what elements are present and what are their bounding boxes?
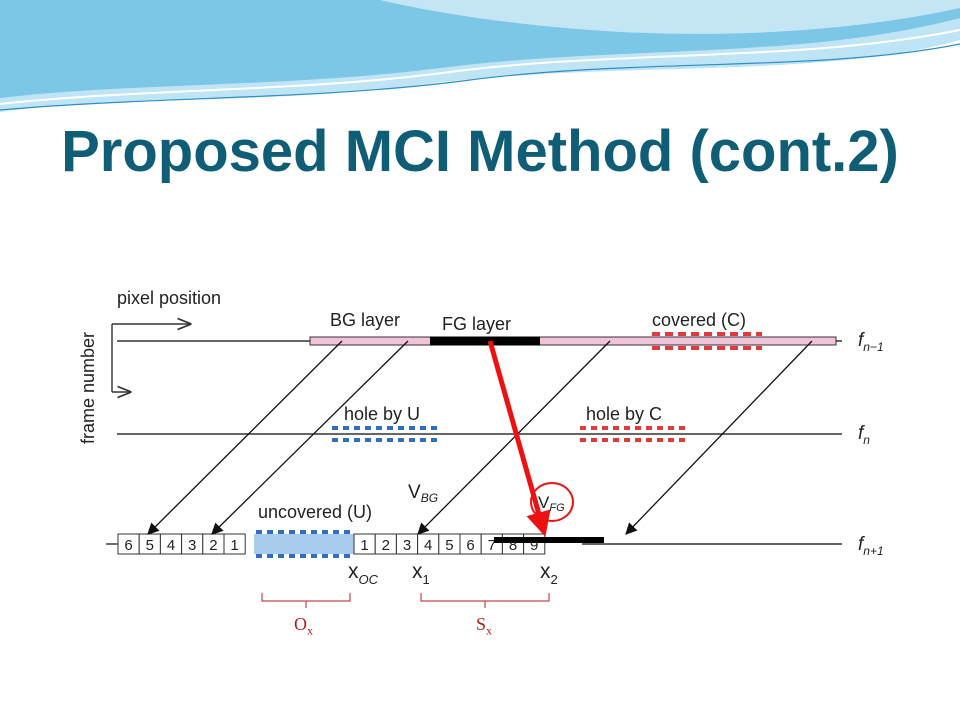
diagram-panel: pixel position frame number BG layer FG … [62, 262, 898, 592]
fg-motion-arrow [487, 340, 551, 537]
x-oc-label: xOC [348, 560, 379, 587]
frame-prev-label: fn−1 [858, 330, 884, 354]
wave-line [0, 29, 960, 105]
pixel-cell-label: 2 [382, 537, 390, 554]
frame-next-label: fn+1 [858, 534, 884, 558]
frame-cur-label: fn [858, 423, 870, 447]
sx-bracket [420, 593, 550, 608]
bg-motion-arrow [147, 340, 343, 535]
ox-label: Ox [294, 614, 313, 638]
uncovered-label: uncovered (U) [258, 502, 372, 522]
bg-motion-arrow [211, 340, 409, 535]
bg-motion-arrow [417, 340, 611, 535]
pixel-position-label: pixel position [117, 288, 221, 308]
wave-line [0, 43, 960, 111]
pixel-cell-label: 7 [488, 537, 496, 554]
bg-layer-bar [309, 336, 837, 346]
pixel-cell-label: 4 [167, 537, 175, 554]
x1-label: x1 [412, 560, 430, 587]
mci-diagram: pixel position frame number BG layer FG … [78, 288, 884, 587]
v-fg-label: VFG [538, 493, 565, 514]
bg-layer-label: BG layer [330, 310, 400, 330]
pixel-cell-label: 4 [424, 537, 432, 554]
x2-label: x2 [540, 560, 558, 587]
pixel-cell [223, 533, 246, 555]
pixel-cell-label: 1 [230, 537, 238, 554]
v-bg-label: VBG [408, 482, 438, 505]
wave-banner [0, 0, 960, 112]
hole-u-label: hole by U [344, 404, 420, 424]
pixel-cell-label: 1 [360, 537, 368, 554]
pixel-cell-label: 5 [445, 537, 453, 554]
bg-motion-arrow [625, 340, 813, 535]
v-fg-highlight-circle [530, 482, 574, 522]
fg-layer-label: FG layer [442, 314, 511, 334]
uncovered-region [254, 534, 354, 554]
hole-c-label: hole by C [586, 404, 662, 424]
page-title: Proposed MCI Method (cont.2) [61, 119, 899, 184]
pixel-cell-label: 6 [466, 537, 474, 554]
ox-bracket [261, 593, 351, 608]
pixel-cell-label: 3 [188, 537, 196, 554]
pixel-cell-label: 2 [209, 537, 217, 554]
pixel-cell-label: 8 [509, 537, 517, 554]
covered-label: covered (C) [652, 310, 746, 330]
pixel-cell-label: 6 [124, 537, 132, 554]
pixel-cell-label: 5 [146, 537, 154, 554]
pixel-cell-label: 9 [530, 537, 538, 554]
frame-number-label: frame number [78, 332, 98, 444]
sx-label: Sx [476, 614, 493, 638]
pixel-cell-label: 3 [403, 537, 411, 554]
wave-front [380, 0, 960, 34]
